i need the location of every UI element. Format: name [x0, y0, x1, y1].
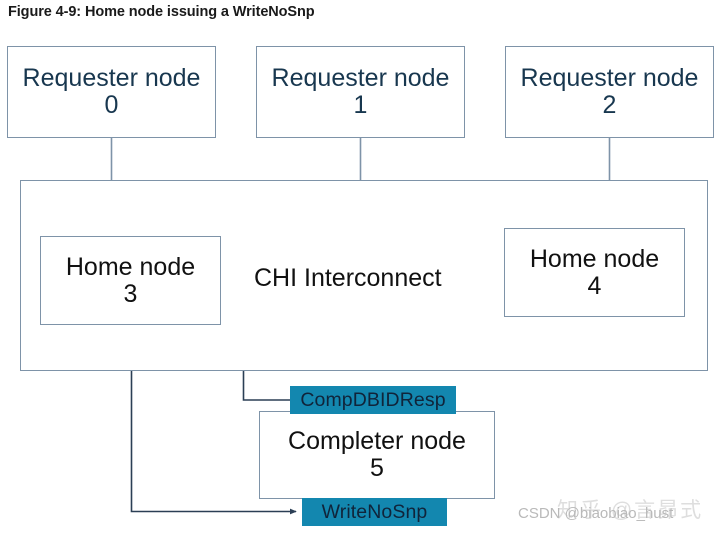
message-label-writenosnp[interactable]: WriteNoSnp: [302, 498, 447, 526]
node-home-4-id: 4: [587, 271, 602, 300]
node-requester-1[interactable]: Requester node 1: [256, 46, 465, 138]
node-home-3-id: 3: [123, 279, 138, 308]
node-completer-5[interactable]: Completer node 5: [259, 411, 495, 499]
message-label-compdbidresp[interactable]: CompDBIDResp: [290, 386, 456, 414]
watermark-overlay: 知乎 @言昴式: [557, 499, 704, 522]
node-home-4[interactable]: Home node 4: [504, 228, 685, 317]
page-title: Figure 4-9: Home node issuing a WriteNoS…: [8, 4, 315, 20]
node-requester-2-id: 2: [602, 91, 617, 119]
node-requester-2-title: Requester node: [520, 64, 699, 92]
node-home-4-title: Home node: [529, 244, 660, 273]
node-completer-5-id: 5: [370, 454, 384, 482]
node-home-3[interactable]: Home node 3: [40, 236, 221, 325]
node-requester-0-title: Requester node: [22, 64, 201, 92]
node-requester-0-id: 0: [104, 91, 119, 119]
node-home-3-title: Home node: [65, 252, 196, 281]
node-requester-1-title: Requester node: [271, 64, 450, 92]
node-requester-1-id: 1: [353, 91, 368, 119]
node-completer-5-title: Completer node: [288, 427, 466, 455]
watermark-text: CSDN @biaobiao_hust: [518, 505, 674, 522]
chi-interconnect-label: CHI Interconnect: [254, 264, 442, 292]
node-requester-0[interactable]: Requester node 0: [7, 46, 216, 138]
path-writenosnp: [130, 325, 297, 515]
node-requester-2[interactable]: Requester node 2: [505, 46, 714, 138]
